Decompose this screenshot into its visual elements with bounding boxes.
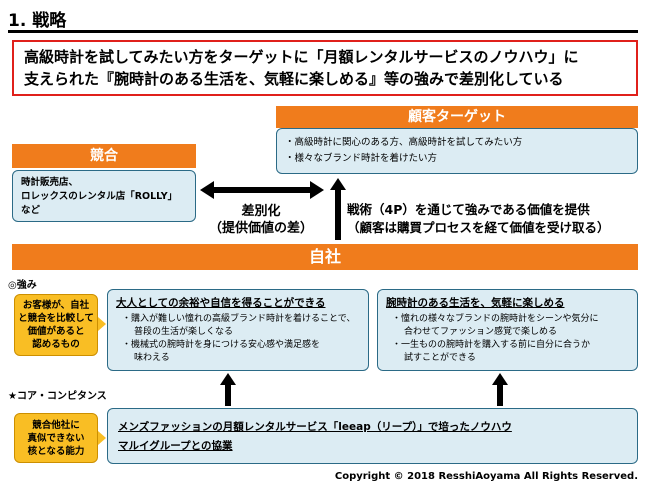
differentiation-line-1: 差別化 [241,204,281,219]
strength-left-heading: 大人としての余裕や自信を得ることができる [116,297,326,309]
strength-right-item-2: ・一生ものの腕時計を購入する前に自分に合うか 試すことができる [386,339,629,365]
competitor-line-1: 時計販売店、 [21,177,79,188]
summary-box: 高級時計を試してみたい方をターゲットに「月額レンタルサービスのノウハウ」に 支え… [12,40,638,96]
strengths-pointer-icon [98,317,106,331]
strength-right-item-1-line-1: ・憧れの様々なブランドの腕時計をシーンや気分に [392,314,599,324]
strength-right-item-1: ・憧れの様々なブランドの腕時計をシーンや気分に 合わせてファッション感覚で楽しめ… [386,313,629,339]
competitor-box: 時計販売店、 ロレックスのレンタル店「ROLLY」 など [12,170,196,222]
double-arrow-icon [200,181,324,199]
strength-left-item-2: ・機械式の腕時計を身につける安心感や満足感を 味わえる [116,339,360,365]
strength-left-item-1: ・購入が難しい憧れの高級ブランド時計を着けることで、 普段の生活が楽しくなる [116,313,360,339]
core-side-line-2: 真似できない [27,432,85,444]
target-item-1: ・高級時計に関心のある方、高級時計を試してみたい方 [285,137,523,148]
core-pointer-icon [98,431,106,445]
strength-right-item-2-line-1: ・一生ものの腕時計を購入する前に自分に合うか [392,340,591,350]
strength-right-heading: 腕時計のある生活を、気軽に楽しめる [386,297,565,309]
strengths-side-box: お客様が、自社 と競合を比較して 価値があると 認めるもの [14,294,98,356]
target-box: ・高級時計に関心のある方、高級時計を試してみたい方 ・様々なブランド時計を着けた… [276,128,638,174]
core-arrow-left-shaft [225,384,231,406]
summary-line-1: 高級時計を試してみたい方をターゲットに「月額レンタルサービスのノウハウ」に [24,48,579,66]
strength-left-item-1-line-2: 普段の生活が楽しくなる [134,327,234,337]
differentiation-label: 差別化 （提供価値の差） [196,203,326,237]
strengths-side-line-4: 認めるもの [32,339,80,350]
strengths-side-line-2: と競合を比較して [18,313,94,324]
core-arrow-right-shaft [497,384,503,406]
strategy-line-1: 戦術（4P）を通じて強みである価値を提供 [347,202,590,217]
competitor-line-3: など [21,205,41,216]
strategy-line-2: （顧客は購買プロセスを経て価値を受け取る） [347,220,610,235]
strengths-side-line-3: 価値があると [27,326,85,337]
strengths-label: ◎強み [8,280,37,291]
copyright: Copyright © 2018 ResshiAoyama All Rights… [334,471,638,482]
core-line-2: マルイグループとの協業 [118,440,233,452]
title-divider [8,30,638,33]
page-title: 1. 戦略 [8,11,67,31]
up-arrow-icon [330,178,346,190]
core-side-line-1: 競合他社に [32,419,80,431]
competitor-header: 競合 [12,144,196,168]
strengths-side-line-1: お客様が、自社 [22,300,90,311]
strength-right-item-2-line-2: 試すことができる [404,353,476,363]
core-side-box: 競合他社に 真似できない 核となる能力 [14,413,98,463]
competitor-line-2: ロレックスのレンタル店「ROLLY」 [21,191,178,202]
strength-left-item-2-line-2: 味わえる [134,353,170,363]
up-arrow-left-icon [220,373,236,385]
strength-right-box: 腕時計のある生活を、気軽に楽しめる ・憧れの様々なブランドの腕時計をシーンや気分… [377,289,638,371]
strength-left-item-2-line-1: ・機械式の腕時計を身につける安心感や満足感を [122,340,321,350]
core-line-1: メンズファッションの月額レンタルサービス「leeap（リープ）」で培ったノウハウ [118,421,512,433]
differentiation-line-2: （提供価値の差） [208,221,313,236]
strength-left-box: 大人としての余裕や自信を得ることができる ・購入が難しい憧れの高級ブランド時計を… [107,289,369,371]
strength-left-item-1-line-1: ・購入が難しい憧れの高級ブランド時計を着けることで、 [122,314,356,324]
summary-line-2: 支えられた『腕時計のある生活を、気軽に楽しめる』等の強みで差別化している [24,70,564,88]
target-item-2: ・様々なブランド時計を着けたい方 [285,153,438,164]
core-side-line-3: 核となる能力 [27,445,85,457]
core-box: メンズファッションの月額レンタルサービス「leeap（リープ）」で培ったノウハウ… [107,408,638,464]
target-header: 顧客ターゲット [276,106,638,128]
company-header: 自社 [12,244,638,270]
strategy-text: 戦術（4P）を通じて強みである価値を提供 （顧客は購買プロセスを経て価値を受け取… [347,201,642,237]
strength-right-item-1-line-2: 合わせてファッション感覚で楽しめる [404,327,558,337]
up-arrow-right-icon [492,373,508,385]
core-label: ★コア・コンピタンス [8,391,107,402]
strategy-arrow-shaft [335,190,341,240]
